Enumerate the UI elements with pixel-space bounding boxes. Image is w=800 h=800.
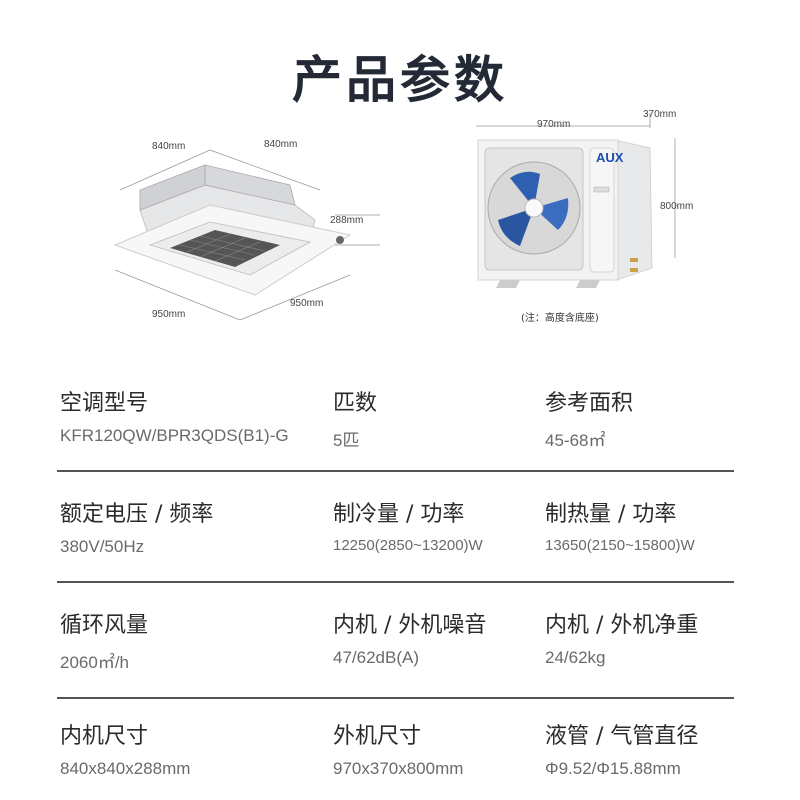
divider — [57, 470, 734, 472]
spec-voltage: 额定电压 / 频率 380V/50Hz — [60, 496, 213, 557]
spec-indoor-size: 内机尺寸 840x840x288mm — [60, 718, 190, 779]
spec-airflow: 循环风量 2060㎡/h — [60, 607, 148, 673]
indoor-unit-illustration — [113, 149, 380, 321]
outdoor-dim-width: 970mm — [537, 119, 571, 130]
outdoor-height-note: (注：高度含底座) — [521, 313, 599, 324]
spec-label: 匹数 — [333, 391, 378, 416]
spec-label: 额定电压 / 频率 — [60, 502, 214, 527]
spec-value: Φ9.52/Φ15.88mm — [545, 759, 681, 778]
spec-label: 液管 / 气管直径 — [545, 724, 699, 749]
indoor-dim-top-left: 840mm — [152, 141, 186, 152]
indoor-dim-bottom-right: 950mm — [290, 298, 324, 309]
brand-logo: AUX — [596, 150, 624, 165]
divider — [57, 581, 734, 583]
spec-value: KFR120QW/BPR3QDS(B1)-G — [60, 426, 289, 445]
spec-value: 2060㎡/h — [60, 653, 129, 672]
spec-value: 840x840x288mm — [60, 759, 191, 778]
spec-value: 380V/50Hz — [60, 537, 145, 556]
divider — [57, 697, 734, 699]
spec-label: 内机 / 外机净重 — [545, 613, 699, 638]
outdoor-dim-depth: 370mm — [643, 109, 677, 120]
spec-value: 970x370x800mm — [333, 759, 464, 778]
spec-label: 制冷量 / 功率 — [333, 502, 465, 527]
spec-label: 内机尺寸 — [60, 724, 149, 749]
spec-weight: 内机 / 外机净重 24/62kg — [545, 607, 698, 668]
spec-area: 参考面积 45-68㎡ — [545, 385, 633, 451]
spec-label: 空调型号 — [60, 391, 149, 416]
spec-label: 循环风量 — [60, 613, 149, 638]
outdoor-unit-illustration — [476, 113, 676, 288]
spec-horsepower: 匹数 5匹 — [333, 385, 377, 451]
spec-label: 制热量 / 功率 — [545, 502, 677, 527]
page-title: 产品参数 — [292, 51, 508, 109]
spec-model: 空调型号 KFR120QW/BPR3QDS(B1)-G — [60, 385, 289, 446]
spec-value: 12250(2850~13200)W — [333, 537, 483, 554]
spec-cooling: 制冷量 / 功率 12250(2850~13200)W — [333, 496, 483, 554]
spec-label: 外机尺寸 — [333, 724, 422, 749]
outdoor-dim-height: 800mm — [660, 201, 694, 212]
indoor-dim-bottom-left: 950mm — [152, 309, 186, 320]
spec-value: 5匹 — [333, 431, 360, 450]
spec-heating: 制热量 / 功率 13650(2150~15800)W — [545, 496, 695, 554]
indoor-dim-height: 288mm — [330, 215, 364, 226]
spec-value: 13650(2150~15800)W — [545, 537, 695, 554]
spec-noise: 内机 / 外机噪音 47/62dB(A) — [333, 607, 486, 668]
spec-value: 45-68㎡ — [545, 431, 606, 450]
spec-value: 24/62kg — [545, 648, 606, 667]
spec-pipe-diameter: 液管 / 气管直径 Φ9.52/Φ15.88mm — [545, 718, 698, 779]
spec-label: 参考面积 — [545, 391, 634, 416]
spec-outdoor-size: 外机尺寸 970x370x800mm — [333, 718, 463, 779]
indoor-dim-top-right: 840mm — [264, 139, 298, 150]
spec-label: 内机 / 外机噪音 — [333, 613, 487, 638]
spec-value: 47/62dB(A) — [333, 648, 419, 667]
